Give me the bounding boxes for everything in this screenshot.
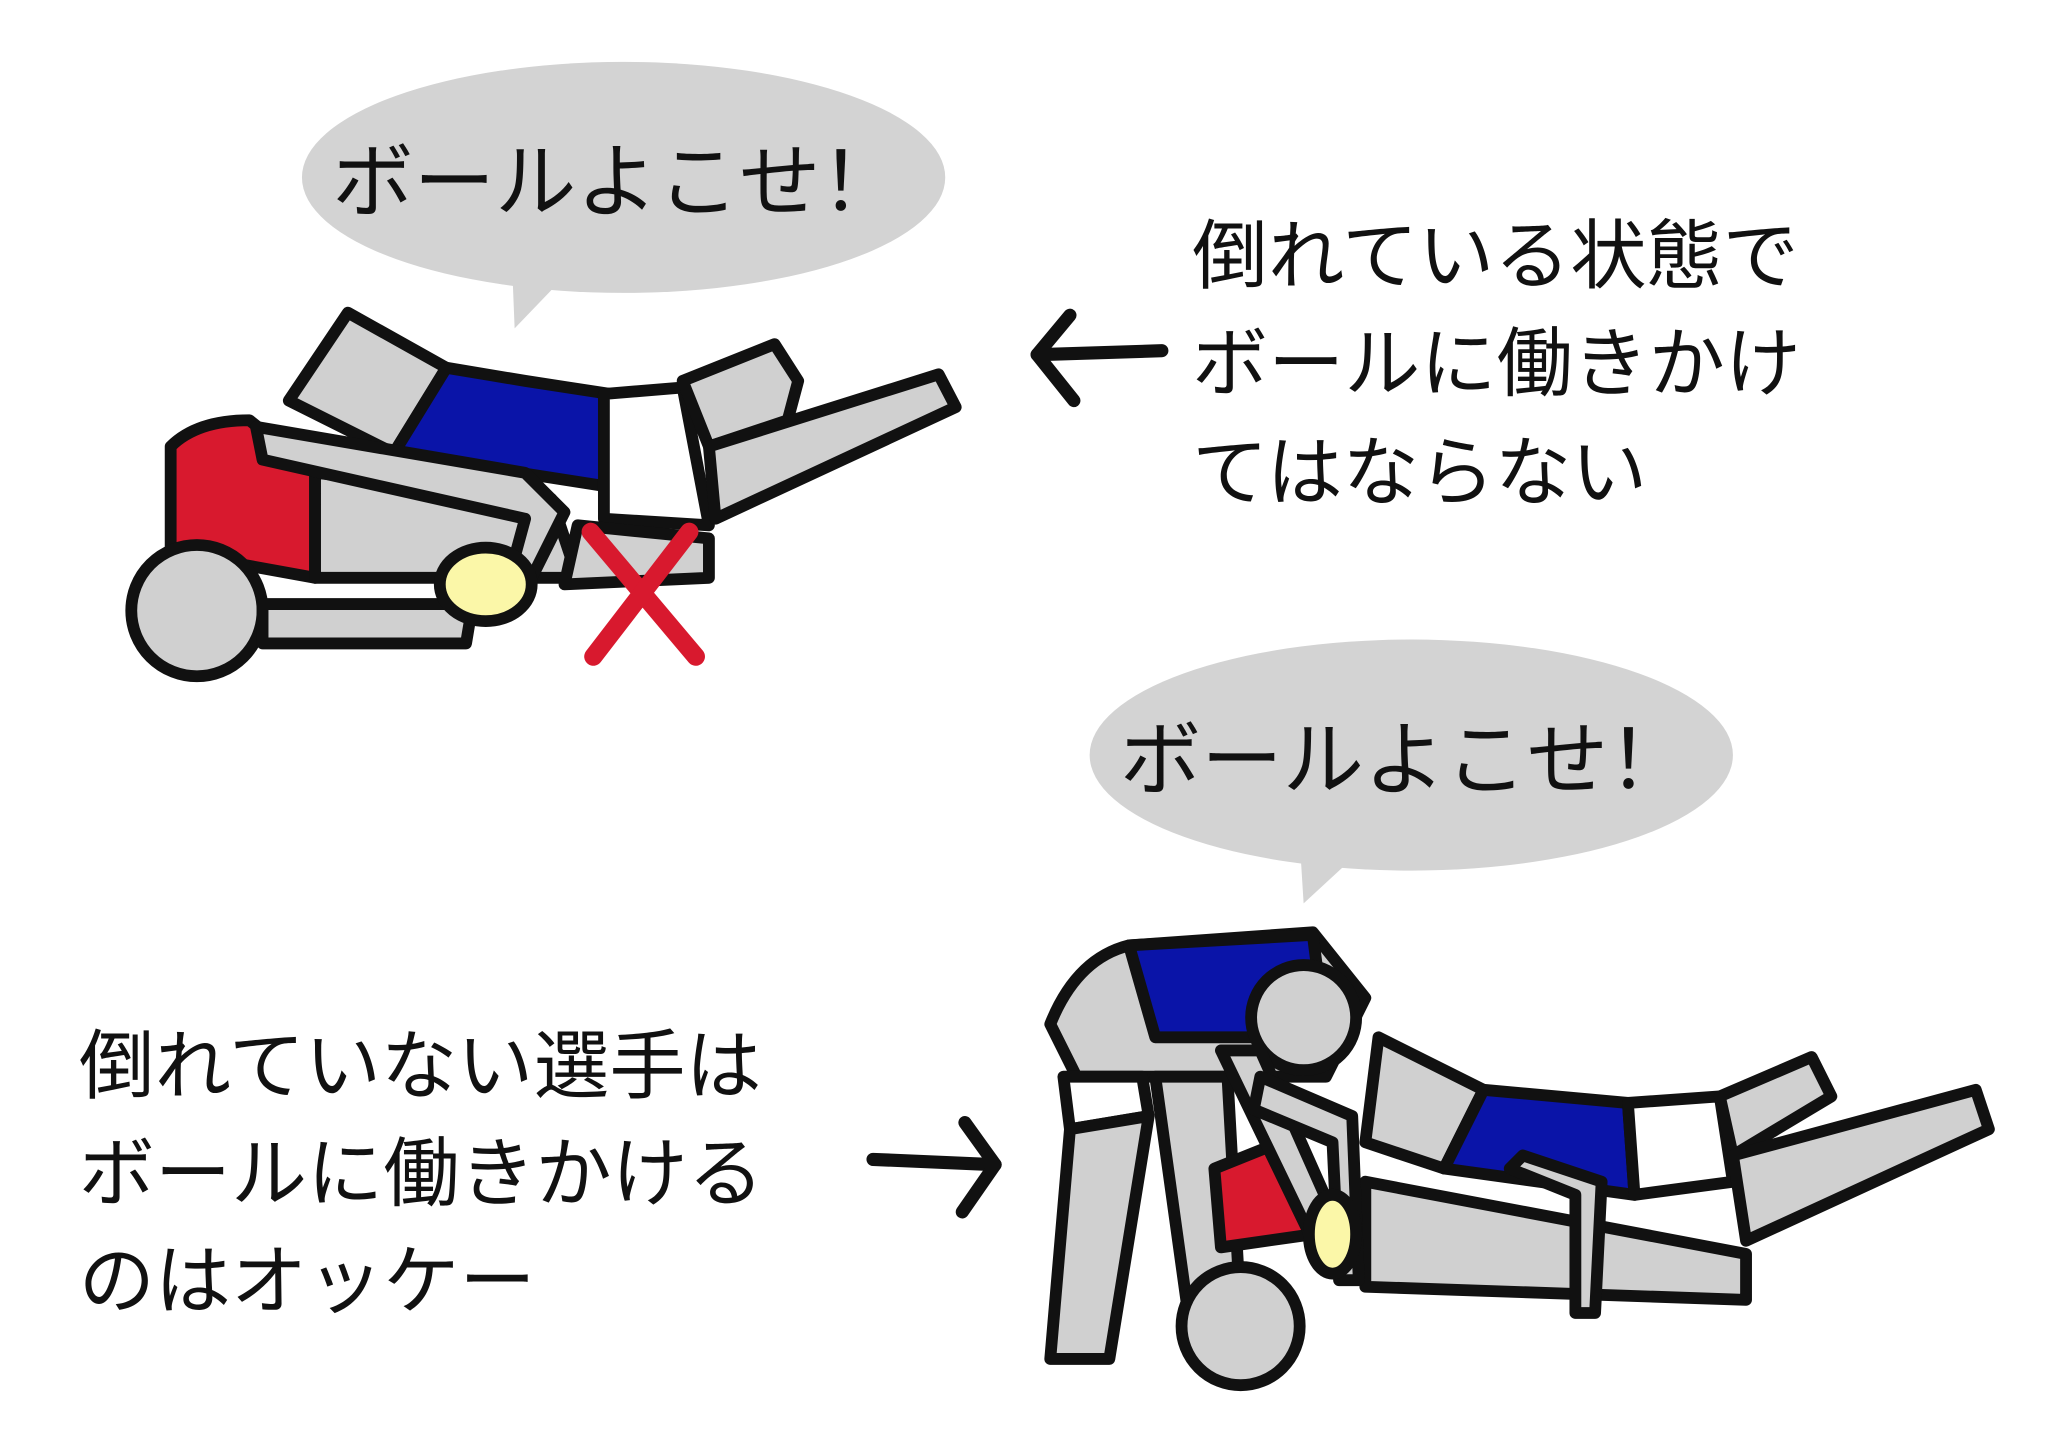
ball [1302,1188,1363,1280]
caption-line: 倒れていない選手は [79,1021,762,1110]
speech-text: ボールよこせ！ [332,135,902,230]
caption-line: 倒れている状態で [1192,211,1799,300]
cross-mark-icon [581,522,705,666]
scene-legal: ボールよこせ！ 倒れていない選手は ボ [79,639,1995,1392]
arrow-left-icon [1030,308,1169,408]
caption-line: のはオッケー [79,1237,536,1326]
scene-illegal: ボールよこせ！ 倒れている状態で ボールに働きかけ てはならない [125,61,1801,683]
player-standing [1044,926,1372,1392]
player-on-ground-blue [250,306,962,597]
speech-bubble-bottom: ボールよこせ！ [1089,639,1733,904]
player-on-ground [1359,1031,1995,1319]
arrow-right-icon [866,1116,1002,1219]
speech-text: ボールよこせ！ [1120,713,1690,808]
caption-line: ボールに働きかける [79,1129,764,1218]
ball [433,541,538,628]
caption-line: てはならない [1192,428,1647,517]
caption-line: ボールに働きかけ [1192,319,1801,408]
speech-bubble-top: ボールよこせ！ [301,61,946,329]
